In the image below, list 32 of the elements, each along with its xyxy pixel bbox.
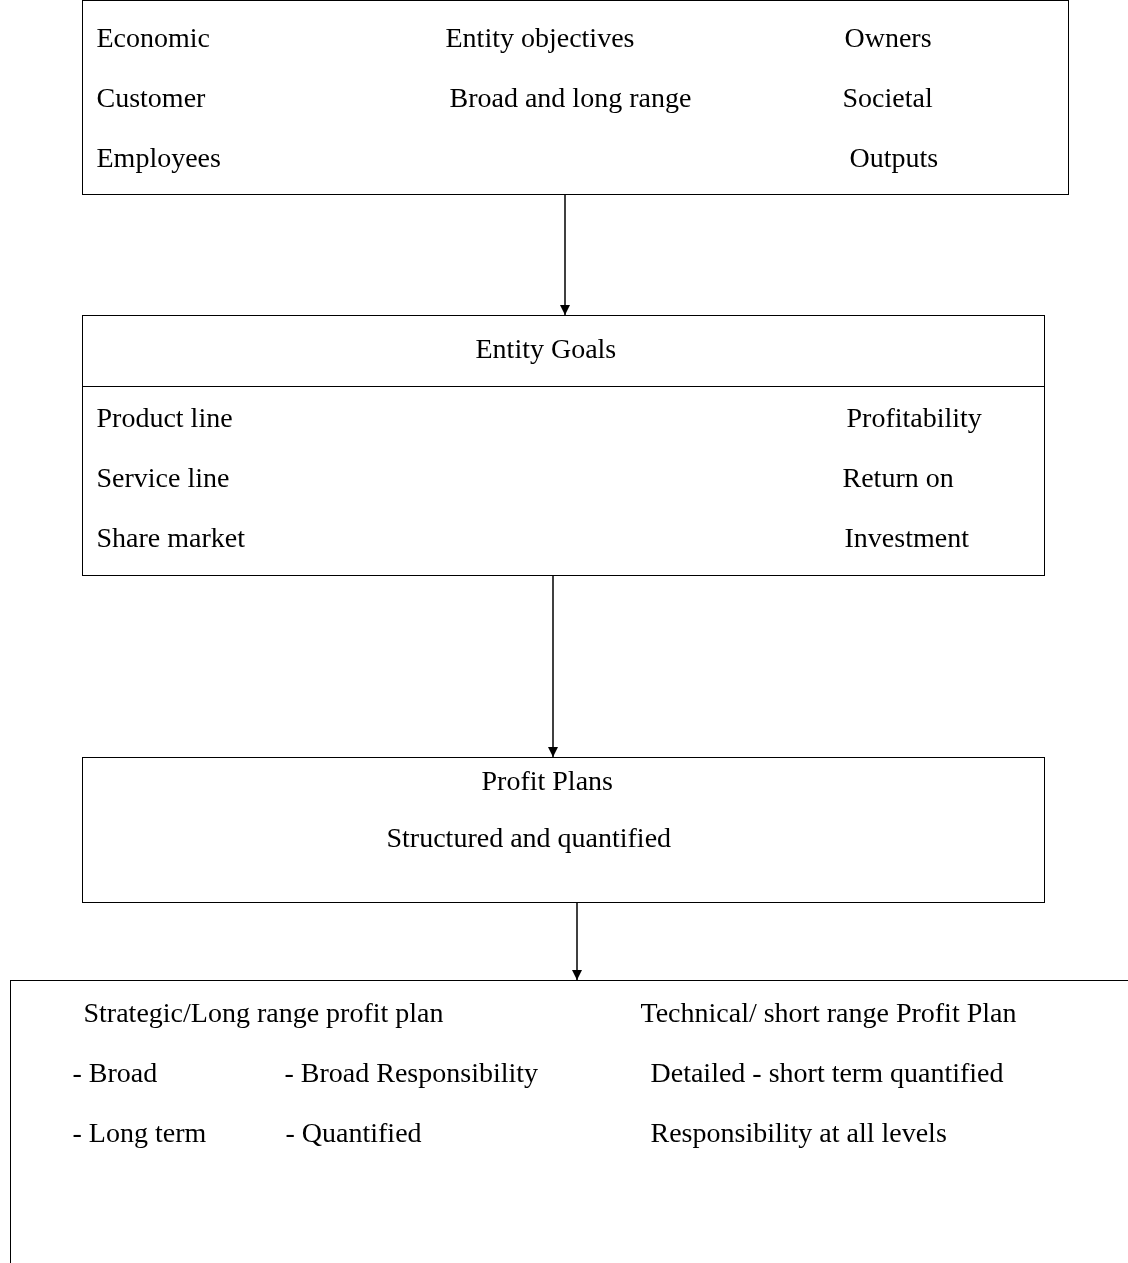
- arrow: [560, 194, 570, 316]
- process-box: [82, 315, 1045, 576]
- box-text: Outputs: [849, 141, 939, 174]
- box-text: Investment: [844, 521, 969, 554]
- box-text: Societal: [842, 81, 933, 114]
- box-text: Detailed - short term quantified: [650, 1056, 1004, 1089]
- box-text: - Broad Responsibility: [284, 1056, 539, 1089]
- box-text: Product line: [96, 401, 233, 434]
- box-text: Broad and long range: [449, 81, 692, 114]
- box-text: Owners: [844, 21, 932, 54]
- box-text: Share market: [96, 521, 245, 554]
- box-text: - Quantified: [285, 1116, 422, 1149]
- arrow: [572, 902, 582, 981]
- box-heading: Entity Goals: [475, 332, 617, 365]
- box-text: Technical/ short range Profit Plan: [640, 996, 1017, 1029]
- box-text: - Long term: [72, 1116, 207, 1149]
- process-box: [82, 0, 1069, 195]
- box-text: Structured and quantified: [386, 821, 672, 854]
- box-text: Service line: [96, 461, 230, 494]
- process-box: [10, 980, 1128, 1263]
- arrow: [548, 575, 558, 758]
- box-text: Employees: [96, 141, 221, 174]
- box-text: Strategic/Long range profit plan: [83, 996, 444, 1029]
- box-text: Economic: [96, 21, 211, 54]
- box-text: - Broad: [72, 1056, 158, 1089]
- box-text: Customer: [96, 81, 206, 114]
- box-text: Entity objectives: [445, 21, 635, 54]
- box-text: Return on: [842, 461, 954, 494]
- box-text: Profitability: [846, 401, 982, 434]
- process-box: [82, 757, 1045, 903]
- box-text: Responsibility at all levels: [650, 1116, 947, 1149]
- box-heading: Profit Plans: [481, 764, 613, 797]
